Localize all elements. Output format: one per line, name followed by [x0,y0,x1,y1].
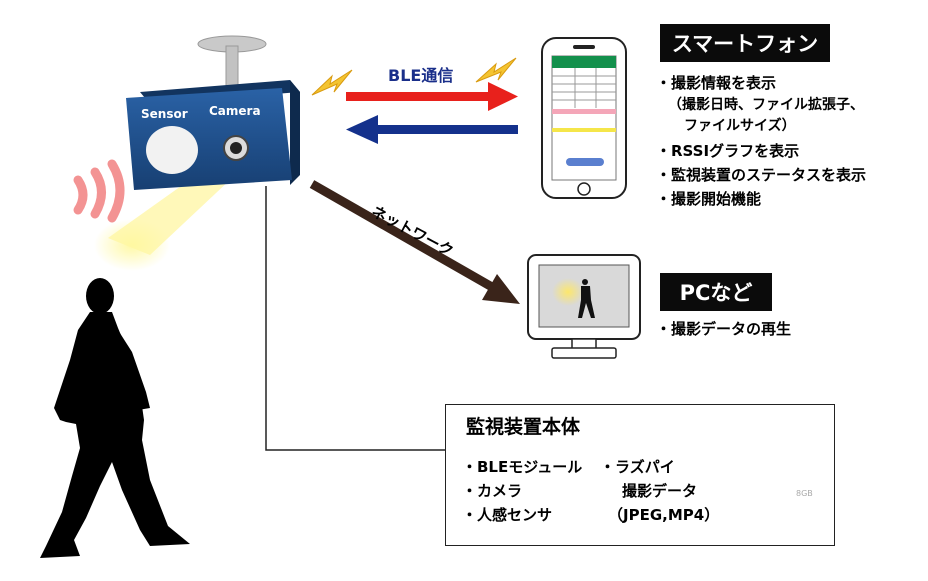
arrow-to-smartphone [346,82,518,111]
surveillance-camera-icon [126,80,300,190]
device-title: 監視装置本体 [466,416,581,438]
device-item-file-formats: （JPEG,MP4） [608,506,720,524]
smartphone-feature-4: ・撮影開始機能 [656,190,762,208]
device-info-box [445,404,835,546]
smartphone-title: スマートフォン [660,24,830,62]
smartphone-feature-3: ・監視装置のステータスを表示 [656,166,867,184]
camera-mount [197,35,267,87]
sensor-label: Sensor [141,107,188,121]
walking-person-silhouette-icon [40,278,190,558]
pc-title: PCなど [660,273,772,311]
camera-label: Camera [209,104,261,118]
smartphone-feature-1-detail: （撮影日時、ファイル拡張子、 [668,97,864,113]
ble-label: BLE通信 [388,66,454,85]
device-item-motion-sensor: ・人感センサ [462,506,553,524]
device-connector-line [265,186,445,451]
ble-signal-left-icon [311,69,353,96]
smartphone-feature-1-detail-2: ファイルサイズ） [684,118,796,134]
storage-label: Storage [757,467,811,481]
device-item-camera: ・カメラ [462,482,523,500]
network-arrow [309,180,520,304]
storage-size: 8GB [796,489,813,498]
device-item-captured-data: 撮影データ [622,482,698,500]
smartphone-feature-1: ・撮影情報を表示 [656,74,777,92]
sensor-lens-icon [146,126,198,174]
camera-light-beam [94,164,232,271]
infrared-waves-icon [73,159,125,223]
arrow-from-smartphone [346,115,518,144]
pc-monitor-icon [527,254,641,359]
device-item-ble-module: ・BLEモジュール [462,458,583,476]
ble-signal-right-icon [475,57,517,83]
smartphone-feature-2: ・RSSIグラフを表示 [656,142,800,160]
pc-walking-person-icon [578,279,595,318]
device-item-raspberry-pi: ・ラズパイ [600,458,675,476]
smartphone-icon [541,37,627,199]
pc-feature-1: ・撮影データの再生 [656,320,792,338]
